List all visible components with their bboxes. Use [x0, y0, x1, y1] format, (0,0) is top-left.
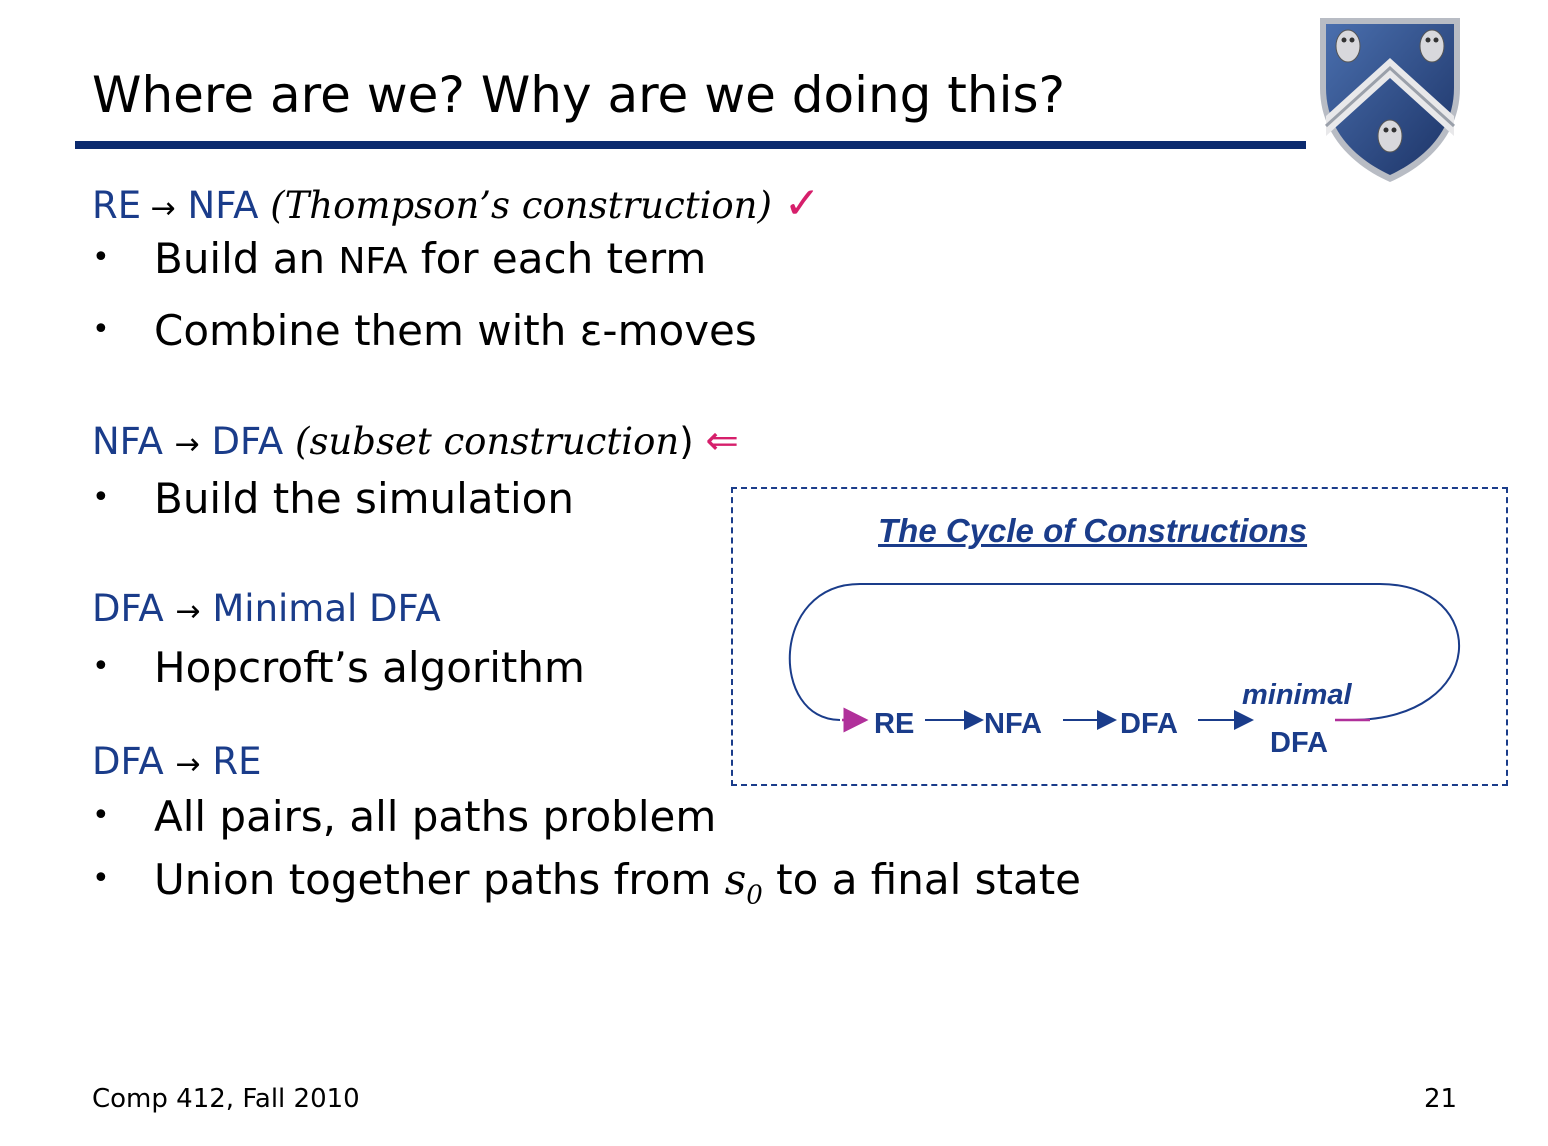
bullet-union-paths: • Union together paths from s0 to a final… [92, 855, 1081, 910]
double-arrow-left-icon: ⇐ [705, 418, 739, 464]
heading-note-open: ( [295, 420, 310, 463]
cycle-loop-path [788, 583, 1380, 721]
bullet-dot-icon: • [92, 649, 110, 684]
bullet-all-pairs: • All pairs, all paths problem [92, 792, 716, 841]
bullet-dot-icon: • [92, 312, 110, 347]
node-dfa: DFA [1120, 708, 1178, 740]
arrow-right-icon: → [175, 594, 201, 629]
node-nfa: NFA [984, 708, 1042, 740]
heading-from: DFA [92, 740, 164, 783]
heading-to: RE [212, 740, 262, 783]
bullet-text-subscript: 0 [746, 880, 763, 911]
heading-note-close: ) [679, 420, 694, 463]
cycle-diagram-panel [731, 487, 1508, 786]
node-re: RE [874, 708, 915, 740]
bullet-build-nfa: • Build an NFA for each term [92, 234, 706, 283]
bullet-text: Hopcroft’s algorithm [154, 643, 585, 692]
heading-to: DFA [211, 420, 284, 463]
bullet-dot-icon: • [92, 861, 110, 896]
heading-from: NFA [92, 420, 163, 463]
bullet-text: to a final state [762, 855, 1082, 904]
bullet-text: Build an [154, 234, 339, 283]
title-underline [75, 141, 1306, 149]
heading-to: Minimal DFA [212, 587, 441, 630]
bullet-build-simulation: • Build the simulation [92, 474, 574, 523]
node-minimal-dfa: DFA [1270, 727, 1328, 759]
bullet-dot-icon: • [92, 240, 110, 275]
checkmark-icon: ✓ [783, 178, 821, 229]
arrow-right-icon: → [175, 747, 201, 782]
heading-to: NFA [187, 184, 259, 227]
arrow-right-icon: → [174, 427, 200, 462]
diagram-title: The Cycle of Constructions [878, 512, 1308, 549]
arrow-right-icon: → [150, 191, 176, 226]
bullet-text-nfa: NFA [338, 241, 408, 282]
heading-note: (Thompson’s construction) [270, 184, 772, 227]
bullet-hopcroft: • Hopcroft’s algorithm [92, 643, 585, 692]
rice-university-shield-icon [1320, 18, 1460, 182]
bullet-text: for each term [407, 234, 707, 283]
heading-note: subset construction [309, 420, 680, 463]
section-heading-re-nfa: RE → NFA (Thompson’s construction) ✓ [92, 178, 821, 229]
bullet-dot-icon: • [92, 480, 110, 515]
section-heading-dfa-re: DFA → RE [92, 740, 261, 783]
heading-from: RE [92, 184, 142, 227]
bullet-text-s: s [724, 855, 747, 904]
slide-title: Where are we? Why are we doing this? [92, 66, 1066, 124]
bullet-dot-icon: • [92, 798, 110, 833]
bullet-combine: • Combine them with ε-moves [92, 306, 757, 355]
cycle-loop-return [1349, 583, 1460, 721]
cycle-loop-diagram [788, 583, 1460, 733]
bullet-text: All pairs, all paths problem [154, 792, 717, 841]
section-heading-nfa-dfa: NFA → DFA (subset construction) ⇐ [92, 418, 739, 464]
node-minimal: minimal [1242, 679, 1352, 711]
bullet-text: Build the simulation [154, 474, 574, 523]
bullet-text: Union together paths from [154, 855, 725, 904]
footer-course: Comp 412, Fall 2010 [92, 1084, 360, 1114]
page-number: 21 [1424, 1084, 1458, 1114]
section-heading-dfa-min: DFA → Minimal DFA [92, 587, 441, 630]
heading-from: DFA [92, 587, 164, 630]
bullet-text: Combine them with ε-moves [154, 306, 757, 355]
